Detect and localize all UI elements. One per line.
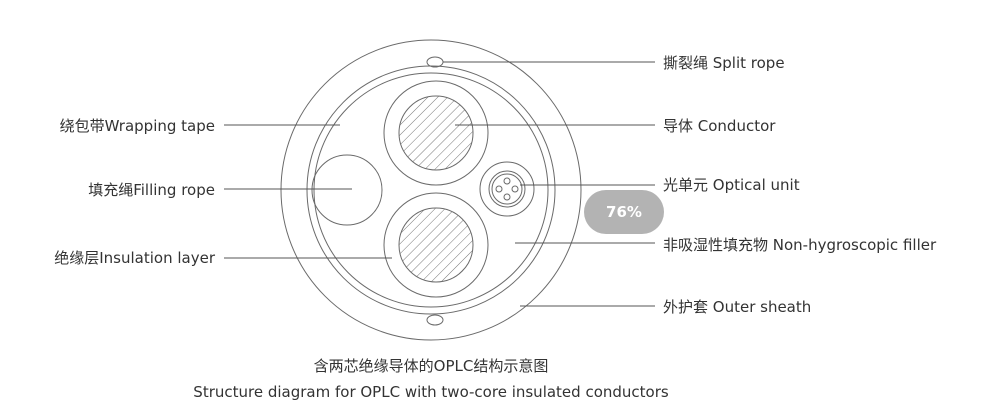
label-optical-unit: 光单元 Optical unit: [663, 176, 800, 194]
optical-unit: [479, 161, 535, 217]
conductor-upper: [398, 95, 474, 171]
insulation-upper: [383, 80, 489, 186]
inner-wrap-ring: [313, 72, 549, 308]
split-rope-bottom: [426, 314, 444, 326]
progress-badge-text: 76%: [606, 203, 642, 221]
progress-badge[interactable]: 76%: [584, 190, 664, 234]
caption-en: Structure diagram for OPLC with two-core…: [193, 383, 669, 401]
filling-rope: [311, 154, 383, 226]
conductor-lower: [398, 207, 474, 283]
label-conductor: 导体 Conductor: [663, 117, 776, 135]
label-wrapping-tape: 绕包带Wrapping tape: [60, 117, 215, 135]
split-rope-top: [426, 56, 444, 68]
label-filling-rope: 填充绳Filling rope: [88, 181, 215, 199]
caption-zh: 含两芯绝缘导体的OPLC结构示意图: [314, 357, 549, 375]
label-filler: 非吸湿性填充物 Non-hygroscopic filler: [663, 236, 937, 254]
outer-sheath-ring: [280, 39, 582, 341]
label-insulation-layer: 绝缘层Insulation layer: [54, 249, 216, 267]
label-split-rope: 撕裂绳 Split rope: [663, 54, 785, 72]
label-outer-sheath: 外护套 Outer sheath: [663, 298, 811, 316]
insulation-lower: [383, 192, 489, 298]
